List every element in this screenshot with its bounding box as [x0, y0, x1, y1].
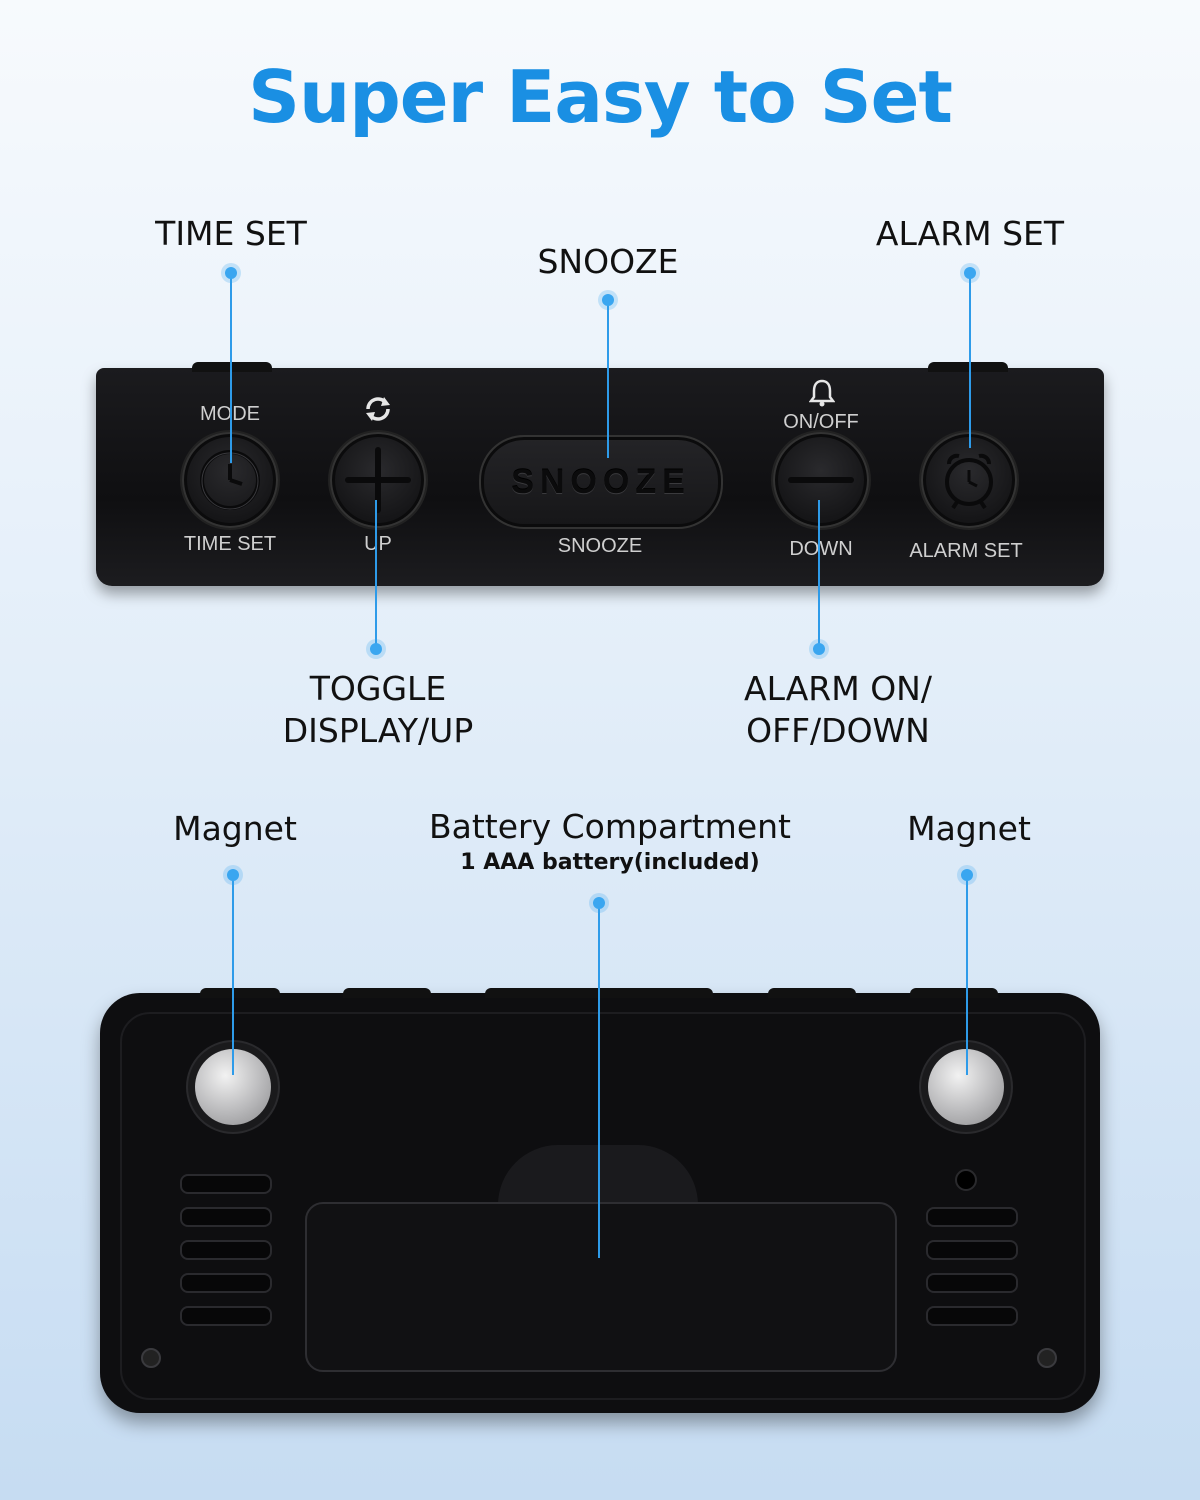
speaker-vent [926, 1207, 1018, 1227]
speaker-vent [926, 1240, 1018, 1260]
plus-icon [345, 447, 411, 513]
leader-line [232, 875, 234, 1075]
snooze-button-text: SNOOZE [511, 462, 691, 501]
leader-line [607, 300, 609, 458]
up-button[interactable] [330, 432, 426, 528]
speaker-vent [180, 1174, 272, 1194]
down-label: DOWN [789, 538, 853, 560]
up-label: UP [364, 533, 392, 555]
bell-icon [809, 379, 835, 407]
screw [141, 1348, 161, 1368]
reset-hole [955, 1169, 977, 1191]
callout-alarm-on-off-down: ALARM ON/ OFF/DOWN [744, 668, 932, 752]
leader-line [230, 273, 232, 463]
page-title: Super Easy to Set [248, 55, 953, 139]
clock-icon [200, 450, 260, 510]
speaker-vent [180, 1306, 272, 1326]
minus-icon [788, 477, 854, 483]
leader-line [375, 500, 377, 649]
leader-line [969, 273, 971, 448]
down-button[interactable] [773, 432, 869, 528]
callout-alarm-set: ALARM SET [875, 214, 1065, 253]
leader-line [966, 875, 968, 1075]
callout-battery-compartment: Battery Compartment 1 AAA battery(includ… [429, 806, 791, 878]
top-nub [928, 362, 1008, 372]
callout-toggle-display-up: TOGGLE DISPLAY/UP [283, 668, 473, 752]
top-nub [910, 988, 998, 998]
callout-toggle-line1: TOGGLE [309, 669, 447, 708]
callout-magnet-left: Magnet [173, 809, 297, 848]
speaker-vent [926, 1273, 1018, 1293]
alarm-clock-icon [945, 453, 993, 510]
callout-toggle-line2: DISPLAY/UP [282, 711, 474, 750]
back-panel-border [120, 1012, 1086, 1400]
callout-snooze: SNOOZE [537, 242, 679, 281]
callout-alarm-line2: OFF/DOWN [746, 711, 930, 750]
top-nub [343, 988, 431, 998]
top-nub [200, 988, 280, 998]
callout-dot [225, 267, 237, 279]
callout-magnet-right: Magnet [907, 809, 1031, 848]
screw [1037, 1348, 1057, 1368]
callout-dot [964, 267, 976, 279]
callout-alarm-line1: ALARM ON/ [744, 669, 932, 708]
callout-dot [370, 643, 382, 655]
top-nub [768, 988, 856, 998]
snooze-button[interactable]: SNOOZE [479, 435, 723, 529]
top-nub [192, 362, 272, 372]
alarm-set-label: ALARM SET [909, 540, 1023, 562]
callout-dot [961, 869, 973, 881]
callout-dot [813, 643, 825, 655]
leader-line [598, 903, 600, 1258]
callout-dot [227, 869, 239, 881]
speaker-vent [180, 1207, 272, 1227]
speaker-vent [926, 1306, 1018, 1326]
time-set-label: TIME SET [183, 533, 277, 555]
battery-compartment-cover[interactable] [305, 1202, 897, 1372]
leader-line [818, 500, 820, 649]
callout-dot [602, 294, 614, 306]
refresh-icon [366, 397, 390, 421]
speaker-vent [180, 1240, 272, 1260]
callout-dot [593, 897, 605, 909]
speaker-vent [180, 1273, 272, 1293]
snooze-label: SNOOZE [557, 535, 643, 557]
callout-battery-sub: 1 AAA battery(included) [460, 850, 760, 875]
callout-time-set: TIME SET [155, 214, 307, 253]
on-off-label: ON/OFF [783, 411, 859, 433]
callout-battery-title: Battery Compartment [429, 807, 791, 846]
